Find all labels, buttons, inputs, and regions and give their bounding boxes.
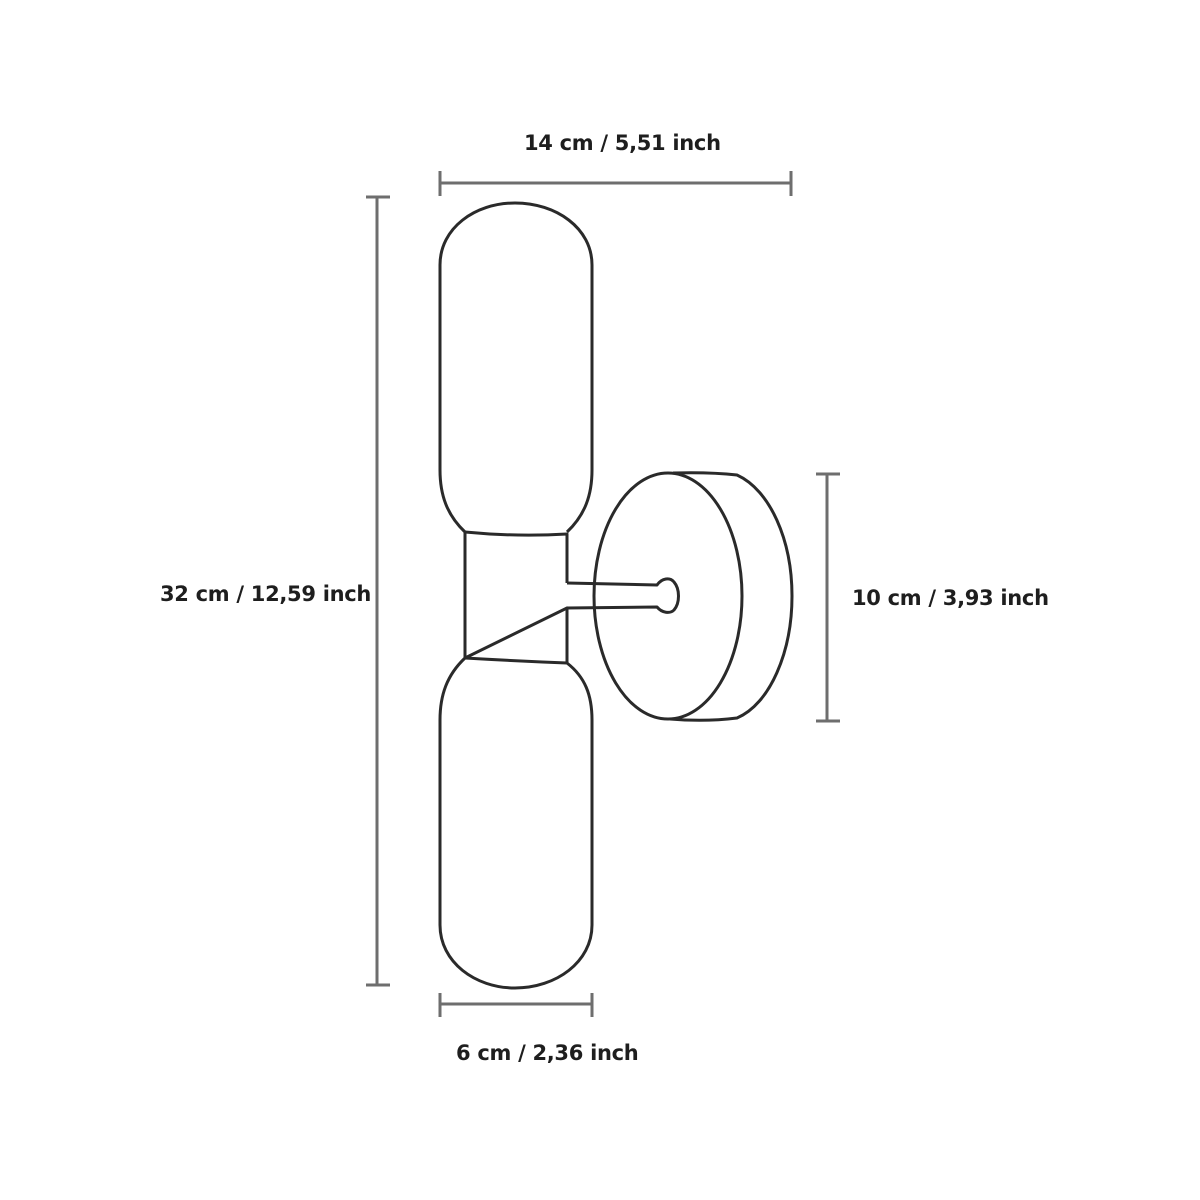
height-dimension-line — [366, 195, 390, 987]
plate-dimension-line — [816, 472, 840, 723]
height-label: 32 cm / 12,59 inch — [160, 582, 372, 606]
lower-globe — [438, 656, 594, 990]
globe-width-dimension-line — [438, 993, 594, 1017]
globe-width-label: 6 cm / 2,36 inch — [456, 1041, 639, 1065]
wall-plate-back — [669, 471, 794, 722]
plate-diameter-label: 10 cm / 3,93 inch — [852, 586, 1049, 610]
width-label: 14 cm / 5,51 inch — [524, 131, 721, 155]
width-dimension-line — [438, 171, 793, 196]
wall-plate-front — [592, 471, 744, 721]
sconce-outline — [438, 201, 794, 990]
arm — [566, 577, 680, 614]
center-fitting — [463, 530, 569, 665]
dimension-lines — [366, 171, 840, 1017]
upper-globe — [438, 201, 594, 534]
